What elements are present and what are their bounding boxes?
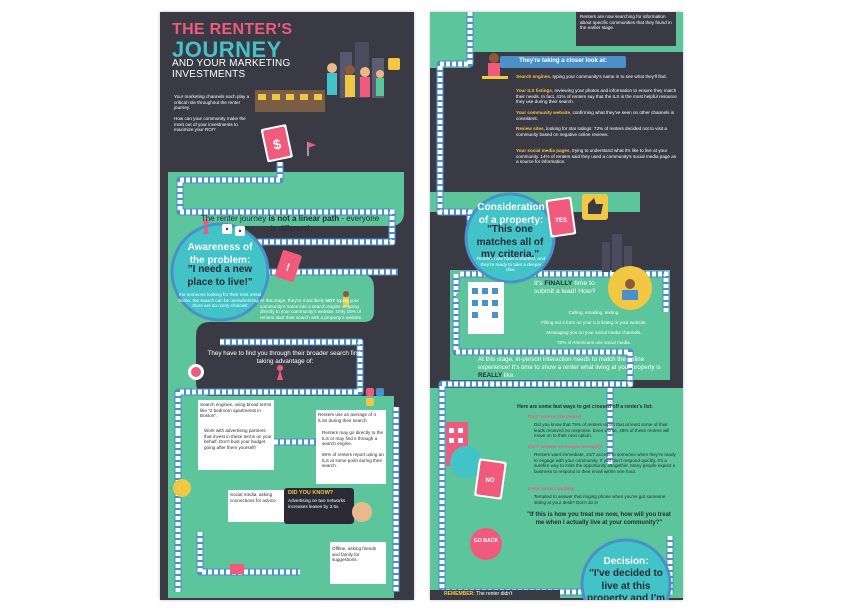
svg-text:$: $ xyxy=(272,136,283,153)
lead-calling: Calling, emailing, texting. xyxy=(568,310,620,315)
offline-box xyxy=(330,542,386,584)
finally-heading: It's FINALLY time to submit a lead! How? xyxy=(534,280,596,296)
infographic-right-panel: Renters are now searching for informatio… xyxy=(430,12,683,600)
thumbs-up-icon xyxy=(582,194,608,220)
stage-text: At this stage, they're most likely NOT t… xyxy=(260,298,363,321)
ils-box xyxy=(316,410,386,484)
did-you-know-box xyxy=(284,488,354,524)
waiting-body: Tempted to answer that ringing phone whe… xyxy=(534,494,666,505)
buildings-icon xyxy=(602,234,632,272)
intro-text-1: Your marketing channels each play a crit… xyxy=(174,94,250,111)
title-subtitle: AND YOUR MARKETING INVESTMENTS xyxy=(172,58,291,80)
inperson-text: At this stage, in-person interaction nee… xyxy=(478,356,661,379)
search-engines-text: Search engines, using broad terms like "… xyxy=(200,402,272,419)
did-you-know-body: Advertising on two networks increases le… xyxy=(288,498,346,509)
broader-search-text: They have to find you through their broa… xyxy=(207,350,363,365)
ils-text-c: 86% of renters report using an ILS at so… xyxy=(322,452,384,469)
pawn-icon xyxy=(203,219,349,380)
closer-social-pages: Your social media pages, trying to under… xyxy=(516,148,677,165)
no-card-icon xyxy=(474,458,507,500)
phone-label: Don't answer the phone! xyxy=(528,414,582,419)
lead-form: Filling out a form on your ILS listing o… xyxy=(541,320,647,325)
closer-look-banner xyxy=(500,56,626,68)
decision-circle xyxy=(580,538,672,600)
svg-text:!: ! xyxy=(284,262,291,275)
yes-card-icon xyxy=(545,196,577,238)
apartment-building-icon xyxy=(456,282,504,334)
crossed-off-heading: Here are some fast ways to get crossed o… xyxy=(517,404,653,410)
awareness-body: For someone looking for their next renta… xyxy=(178,292,262,309)
search-engines-box xyxy=(198,400,274,470)
phone-body: Did you know that 75% of renters report … xyxy=(534,422,670,439)
consideration-circle xyxy=(464,192,556,284)
right-board-art xyxy=(430,12,683,600)
ils-text-b: Renters may go directly to the ILS or ma… xyxy=(322,430,384,447)
treat-quote: "If this is how you treat me now, how wi… xyxy=(527,512,671,526)
exclaim-card-icon: ! xyxy=(274,250,302,282)
did-you-know-title: DID YOU KNOW? xyxy=(288,490,334,496)
closer-ils: Your ILS listings, reviewing your photos… xyxy=(516,88,677,105)
lead-social-stat: 70% of Americans use social media. xyxy=(557,340,631,345)
closer-look-heading: They're taking a closer look at: xyxy=(519,58,607,64)
remember-text: REMEMBER: The renter didn't xyxy=(444,591,513,597)
title-journey: JOURNEY xyxy=(172,37,282,62)
consideration-title: Consideration of a property: xyxy=(477,202,545,226)
waiting-label: Keep renters waiting! xyxy=(528,486,575,491)
lead-messaging: Messaging you on your social media chann… xyxy=(546,330,642,335)
offline-text: Offline, asking friends and family for s… xyxy=(332,546,377,563)
social-box xyxy=(228,490,284,522)
ils-text-a: Renters use an average of 4 ILSs during … xyxy=(318,412,376,423)
searching-text: Renters are now searching for informatio… xyxy=(580,14,672,31)
yes-label: YES xyxy=(554,218,567,224)
left-board-art: $ ! xyxy=(168,42,404,598)
messages-label: Don't answer messages promptly! xyxy=(528,444,603,449)
social-media-text: Social media, asking connections for adv… xyxy=(230,492,277,503)
messages-body: Renters want immediate, 24/7 access to s… xyxy=(534,452,676,475)
closer-search-engines: Search engines, typing your community's … xyxy=(516,74,667,79)
awareness-quote: "I need a new place to live!" xyxy=(187,264,253,288)
closer-website: Your community website, confirming what … xyxy=(516,110,675,121)
city-people-illustration xyxy=(255,42,400,112)
person-desk-illustration xyxy=(482,53,508,79)
decision-quote: "I've decided to live at this property a… xyxy=(587,568,665,600)
go-back-label[interactable]: GO BACK xyxy=(473,538,499,544)
consideration-quote: "This one matches all of my criteria." xyxy=(476,224,544,260)
decision-title: Decision: xyxy=(603,556,649,567)
dice-icon xyxy=(222,224,245,236)
dollar-card-icon: $ xyxy=(260,124,293,163)
consideration-body: Renters now have a shortlist, and they'r… xyxy=(476,256,546,273)
go-back-circle[interactable] xyxy=(470,528,502,560)
no-label: NO xyxy=(485,478,495,484)
closer-review-sites: Review sites, looking for star ratings: … xyxy=(516,126,667,137)
awareness-title: Awareness of the problem: xyxy=(187,242,253,266)
app-icons xyxy=(173,364,384,574)
title-the-renters: THE RENTER'S xyxy=(172,21,293,38)
awareness-circle xyxy=(170,222,270,322)
nonlinear-heading: The renter journey is not a linear path … xyxy=(200,214,380,233)
intro-text-2: How can your community make the most out… xyxy=(174,116,246,133)
search-engines-detail: Work with advertising partners that inve… xyxy=(204,428,272,451)
clock-icon xyxy=(450,446,482,478)
flag-pin-icon xyxy=(307,142,316,156)
infographic-left-panel: $ ! xyxy=(160,12,414,600)
person-laptop-illustration xyxy=(608,266,652,310)
